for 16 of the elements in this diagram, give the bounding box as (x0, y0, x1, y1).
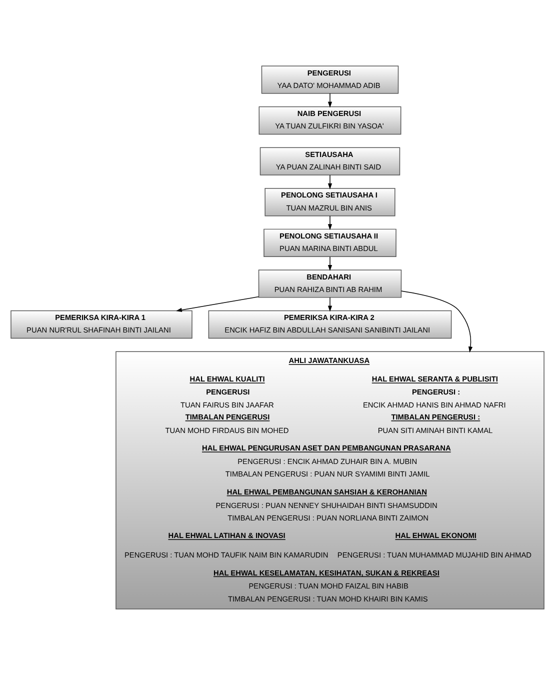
arrow (328, 174, 332, 190)
node-box: PENGERUSI YAA DATO' MOHAMMAD ADIB (261, 66, 399, 94)
node-box: BENDAHARI PUAN RAHIZA BINTI AB RAHIM (258, 270, 402, 298)
node-box: PEMERIKSA KIRA-KIRA 1 PUAN NUR'RUL SHAFINAH BINTI JAILANI (10, 310, 192, 339)
node-box: PEMERIKSA KIRA-KIRA 2 ENCIK HAFIZ BIN ABDULLAH SANISANI SANIBINTI JAILANI (208, 310, 452, 339)
arrow (176, 296, 259, 312)
node-box: SETIAUSAHA YA PUAN ZALINAH BINTI SAID (260, 147, 400, 176)
arrow (328, 216, 332, 230)
arrow (400, 290, 473, 353)
arrow (328, 93, 332, 108)
arrow (328, 256, 332, 271)
node-box: NAIB PENGERUSI YA TUAN ZULFIKRI BIN YASOA' (258, 106, 402, 135)
node-box: PENOLONG SETIAUSAHA I TUAN MAZRUL BIN ANIS (264, 188, 396, 216)
node-box: PENOLONG SETIAUSAHA II PUAN MARINA BINTI ABDUL (264, 228, 396, 257)
node-box: AHLI JAWATANKUASA HAL EHWAL KUALITI HAL EHWAL SERANTA & PUBLISITI PENGERUSI PENGERUSI : TUAN FAIRUS BIN JAAFAR ENCIK AHMAD HANIS BIN AHMAD NAFRI TIMBALAN PENGERUSI TIMBALAN PENGERUSI : TUAN MOHD FIRDAUS BIN MOHED PUAN SITI AMINAH BINTI KAMAL HAL EHWAL PENGURUSAN ASET DAN PEMBANGUNAN PRASARANA PENGERUSI : ENCIK AHMAD ZUHAIR BIN A. MUBIN TIMBALAN PENGERUSI : PUAN NUR SYAMIMI BINTI JAMIL HAL EHWAL PEMBANGUNAN SAHSIAH & KEROHANIAN PENGERUSI : PUAN NENNEY SHUHAIDAH BINTI SHAMSUDDIN TIMBALAN PENGERUSI : PUAN NORLIANA BINTI ZAIMON HAL EHWAL LATIHAN & INOVASI HAL EHWAL EKONOMI PENGERUSI : TUAN MOHD TAUFIK NAIM BIN KAMARUDIN PENGERUSI : TUAN MUHAMMAD MUJAHID BIN AHMAD HAL EHWAL KESELAMATAN, KESIHATAN, SUKAN & REKREASI PENGERUSI : TUAN MOHD FAIZAL BIN HABIB TIMBALAN PENGERUSI : TUAN MOHD KHAIRI BIN KAMIS (116, 351, 544, 610)
arrow (328, 297, 332, 312)
